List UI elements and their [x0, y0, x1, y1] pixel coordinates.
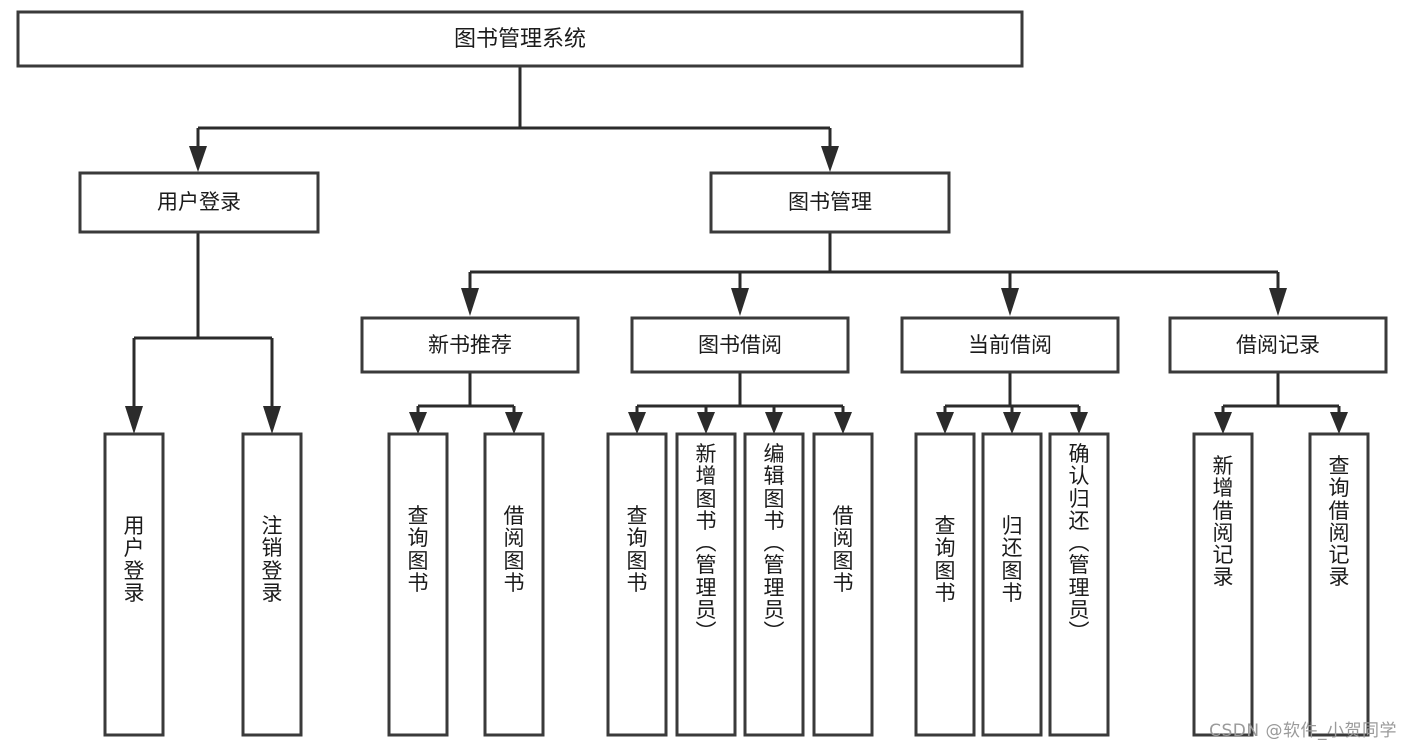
node-book-borrow[interactable]: 图书借阅	[630, 316, 850, 374]
connector-bookmanage-to-level3	[461, 232, 1287, 316]
leaf-edit-book[interactable]	[743, 432, 805, 737]
node-new-book-recommend-label: 新书推荐	[428, 333, 512, 357]
node-book-borrow-label: 图书借阅	[698, 333, 782, 357]
connector-bookborrow-to-leaves	[628, 372, 852, 434]
leaf-logout[interactable]	[241, 432, 303, 737]
leaf-query-book-3[interactable]	[914, 432, 976, 737]
node-root-label: 图书管理系统	[454, 27, 586, 52]
node-user-login[interactable]: 用户登录	[78, 171, 320, 234]
leaf-add-record[interactable]	[1192, 432, 1254, 737]
node-book-manage-label: 图书管理	[788, 190, 872, 214]
leaf-borrow-book-1[interactable]	[483, 432, 545, 737]
connector-userlogin-to-leaves	[125, 232, 281, 434]
connector-borrowrecord-to-leaves	[1214, 372, 1348, 434]
connector-root-to-level2	[189, 66, 839, 172]
connector-newbook-to-leaves	[409, 372, 523, 434]
node-root[interactable]: 图书管理系统	[16, 10, 1024, 68]
node-book-manage[interactable]: 图书管理	[709, 171, 951, 234]
leaf-add-book[interactable]	[675, 432, 737, 737]
node-new-book-recommend[interactable]: 新书推荐	[360, 316, 580, 374]
node-current-borrow-label: 当前借阅	[968, 333, 1052, 357]
leaf-user-login[interactable]	[103, 432, 165, 737]
leaf-borrow-book-2[interactable]	[812, 432, 874, 737]
node-borrow-record-label: 借阅记录	[1236, 333, 1320, 357]
leaf-query-book-1[interactable]	[387, 432, 449, 737]
leaf-query-book-2[interactable]	[606, 432, 668, 737]
node-current-borrow[interactable]: 当前借阅	[900, 316, 1120, 374]
node-user-login-label: 用户登录	[157, 190, 241, 214]
leaf-return-book[interactable]	[981, 432, 1043, 737]
node-borrow-record[interactable]: 借阅记录	[1168, 316, 1388, 374]
connector-currentborrow-to-leaves	[936, 372, 1088, 434]
leaf-query-record[interactable]	[1308, 432, 1370, 737]
leaf-confirm-return[interactable]	[1048, 432, 1110, 737]
csdn-watermark: CSDN @软件_小贺同学	[1209, 721, 1397, 741]
